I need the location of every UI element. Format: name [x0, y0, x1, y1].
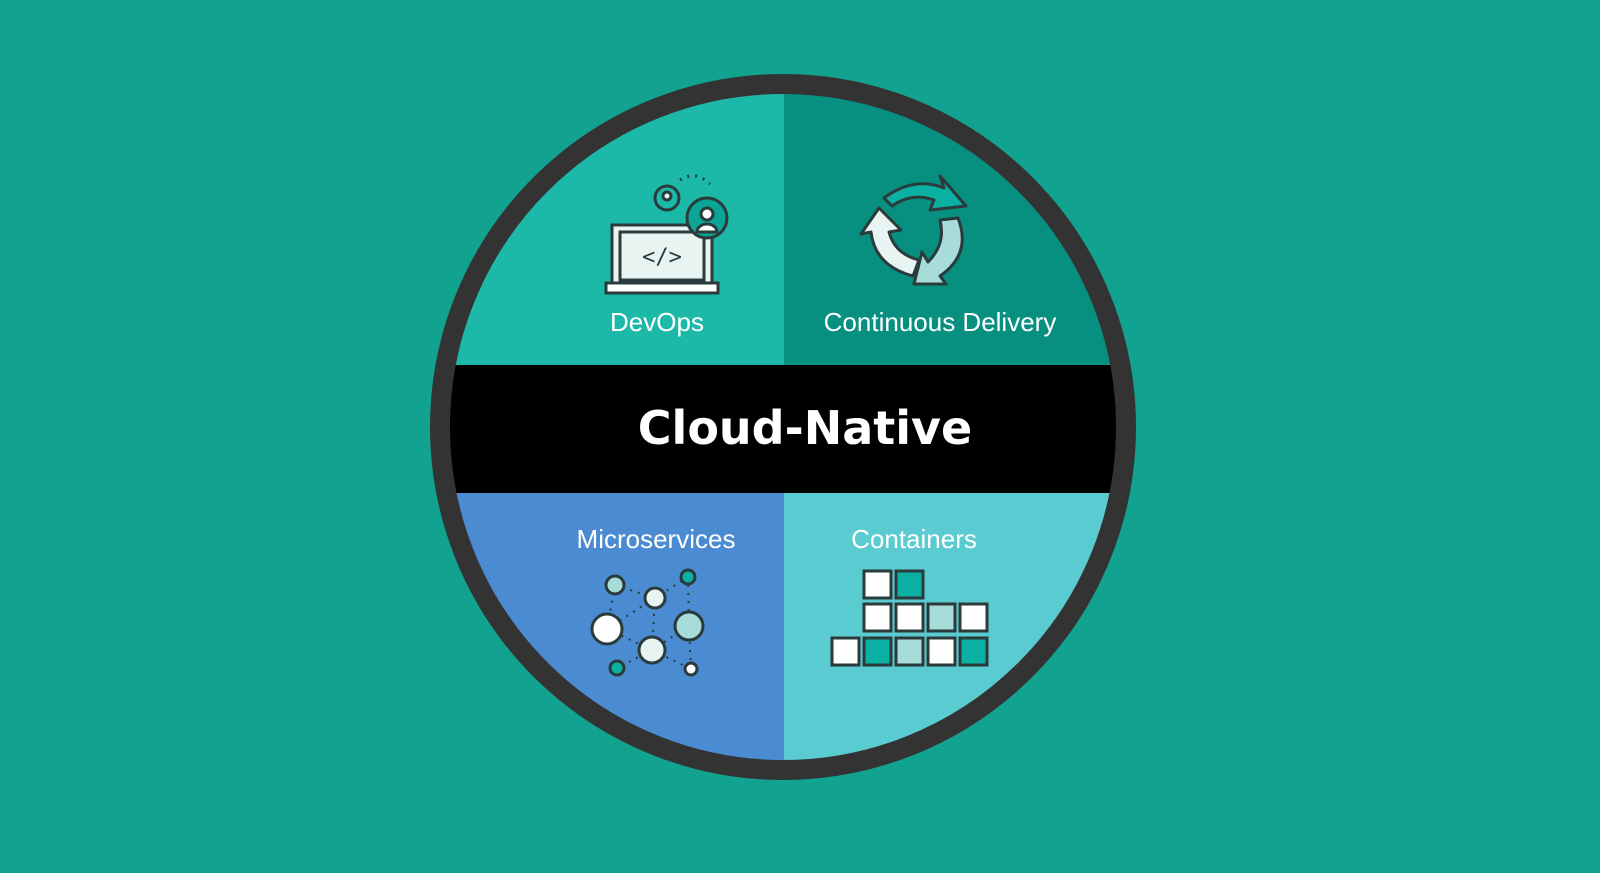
laptop-code-users-icon: </> [604, 174, 729, 295]
continuous-delivery-label: Continuous Delivery [824, 307, 1057, 337]
outer-ring [430, 74, 1136, 780]
cloud-native-title: Cloud-Native [638, 401, 972, 455]
network-nodes-icon [590, 568, 705, 677]
devops-quadrant [443, 87, 784, 366]
cycle-arrows-icon [859, 174, 968, 286]
svg-text:</>: </> [642, 245, 682, 270]
container-blocks-icon [830, 569, 989, 667]
center-band [443, 365, 1123, 493]
containers-label: Containers [851, 524, 977, 554]
devops-label: DevOps [610, 307, 704, 337]
microservices-label: Microservices [577, 524, 736, 554]
